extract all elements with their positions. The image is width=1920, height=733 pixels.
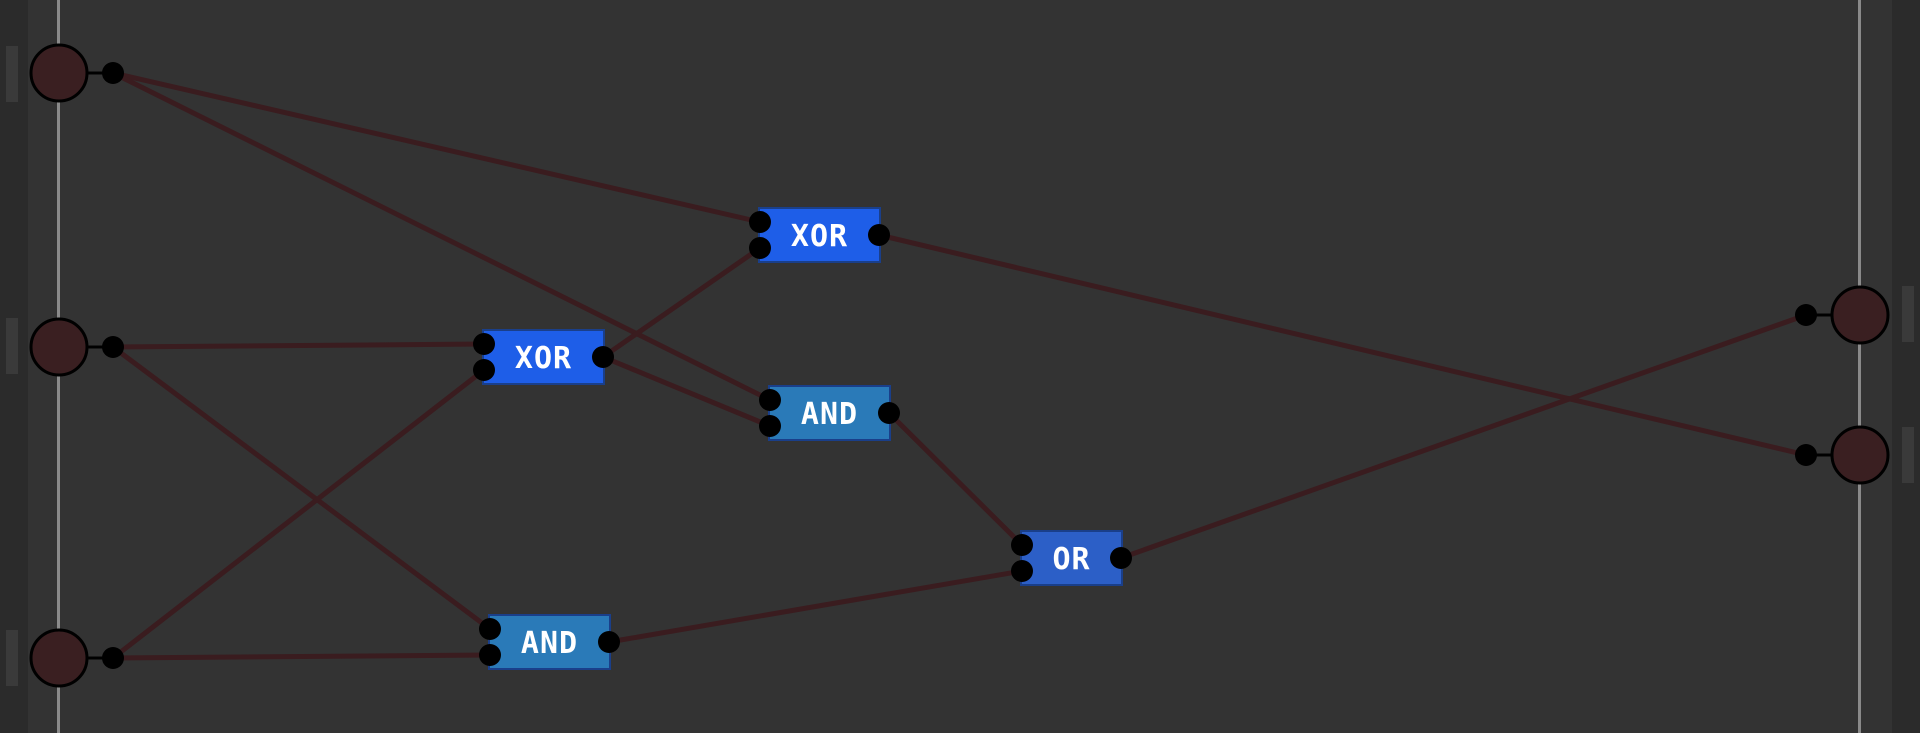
and-gate-label: AND [801, 397, 858, 432]
and-gate-input-pin[interactable] [479, 644, 501, 666]
xor-gate-output-pin[interactable] [868, 224, 890, 246]
xor-gate-input-pin[interactable] [473, 359, 495, 381]
input-handle-1[interactable] [6, 46, 18, 102]
gates-layer: XOR XOR AND OR AND [473, 207, 1132, 670]
output-rail [1858, 0, 1861, 733]
wire-g-xor-mid-to-g-xor-top[interactable] [600, 245, 763, 360]
xor-gate-label: XOR [791, 219, 848, 254]
xor-gate[interactable]: XOR [749, 207, 890, 263]
and-gate-input-pin[interactable] [759, 415, 781, 437]
output-node-2-pin[interactable] [1795, 444, 1817, 466]
wires-layer [110, 70, 1809, 661]
input-node-1[interactable] [29, 43, 89, 103]
and-gate[interactable]: AND [479, 614, 620, 670]
input-node-2-pin[interactable] [102, 336, 124, 358]
xor-gate-body[interactable] [758, 207, 881, 263]
and-gate-body[interactable] [488, 614, 611, 670]
xor-gate-body[interactable] [482, 329, 605, 385]
and-gate-output-pin[interactable] [878, 402, 900, 424]
and-gate-input-pin[interactable] [479, 618, 501, 640]
and-gate[interactable]: AND [759, 385, 900, 441]
output-node-2[interactable] [1830, 425, 1890, 485]
or-gate-output-pin[interactable] [1110, 547, 1132, 569]
wire-in-2-to-g-and-bottom[interactable] [110, 652, 493, 661]
wire-in-2-to-g-xor-mid[interactable] [110, 367, 487, 661]
wire-in-1-to-g-xor-mid[interactable] [110, 341, 487, 350]
or-gate-label: OR [1052, 542, 1090, 577]
xor-gate-input-pin[interactable] [749, 237, 771, 259]
input-node-2[interactable] [29, 317, 89, 377]
output-handle-2[interactable] [1902, 427, 1914, 483]
wire-in-1-to-g-and-bottom[interactable] [110, 344, 493, 632]
wire-g-and-bottom-to-g-or[interactable] [606, 568, 1025, 645]
wire-in-0-to-g-and-mid[interactable] [110, 70, 773, 403]
xor-gate-input-pin[interactable] [473, 333, 495, 355]
output-node-1-pin[interactable] [1795, 304, 1817, 326]
xor-gate[interactable]: XOR [473, 329, 614, 385]
wire-g-xor-top-to-out-1[interactable] [876, 232, 1809, 458]
and-gate-body[interactable] [768, 385, 891, 441]
or-gate-input-pin[interactable] [1011, 560, 1033, 582]
right-side-panel [1892, 0, 1920, 733]
io-layer [29, 43, 1890, 688]
xor-gate-label: XOR [515, 341, 572, 376]
or-gate[interactable]: OR [1011, 530, 1132, 586]
output-node-1[interactable] [1830, 285, 1890, 345]
input-handle-3[interactable] [6, 630, 18, 686]
input-node-3[interactable] [29, 628, 89, 688]
output-handle-1[interactable] [1902, 286, 1914, 342]
and-gate-input-pin[interactable] [759, 389, 781, 411]
wire-in-0-to-g-xor-top[interactable] [110, 70, 763, 225]
xor-gate-input-pin[interactable] [749, 211, 771, 233]
wire-g-or-to-out-0[interactable] [1118, 312, 1809, 561]
input-node-1-pin[interactable] [102, 62, 124, 84]
and-gate-label: AND [521, 626, 578, 661]
or-gate-input-pin[interactable] [1011, 534, 1033, 556]
and-gate-output-pin[interactable] [598, 631, 620, 653]
wire-g-xor-mid-to-g-and-mid[interactable] [600, 354, 773, 429]
input-node-3-pin[interactable] [102, 647, 124, 669]
wire-g-and-mid-to-g-or[interactable] [886, 410, 1025, 548]
xor-gate-output-pin[interactable] [592, 346, 614, 368]
input-handle-2[interactable] [6, 318, 18, 374]
